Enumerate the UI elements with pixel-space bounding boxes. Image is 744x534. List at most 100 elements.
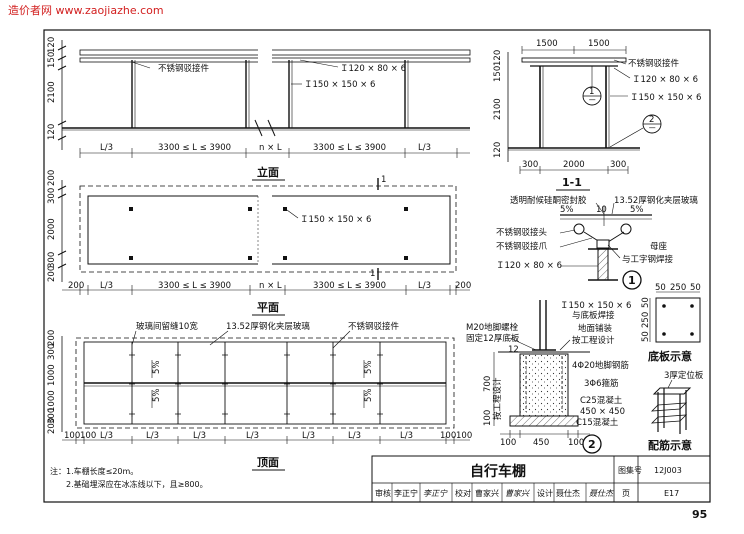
plan-dim-300-top: 300: [47, 188, 57, 204]
page-number: 95: [692, 508, 707, 521]
plan-bottom-dim-5: 3300 ≤ L ≤ 3900: [313, 281, 386, 291]
watermark-text: 造价者网 www.zaojiazhe.com: [8, 3, 164, 17]
rebar-cage-diagram: 3厚定位板 配筋示意: [648, 370, 704, 452]
elev-connector-label: 不锈钢驳接件: [158, 63, 210, 74]
elev-beam-label: Ｉ120 × 80 × 6: [340, 64, 406, 74]
top-dim-300-b: 300: [47, 408, 57, 424]
section-1-1: 1500 1500 120 150 2100 120 1 － 2 － 不锈钢驳接: [493, 39, 701, 191]
d1-glass-label: 13.52厚钢化夹层玻璃: [614, 195, 698, 206]
d2-stirrup-label: 3Φ6箍筋: [584, 378, 619, 389]
d2-paving-design-label: 按工程设计: [572, 335, 615, 346]
section-title: 1-1: [562, 176, 582, 189]
drawing-title: 自行车棚: [470, 463, 526, 480]
d1-dim-10: 10: [596, 205, 607, 215]
top-bottom-dim-2: 100: [80, 431, 96, 441]
elev-bottom-dim-1: L/3: [100, 143, 113, 153]
sec-bottom-dim-1: 300: [522, 160, 538, 170]
top-bottom-dim-7: L/3: [302, 431, 315, 441]
bp-side-dim-3: 50: [641, 331, 651, 342]
notes: 注： 1.车棚长度≤20m。 2.基础埋深应在冰冻线以下，且≥800。: [50, 466, 208, 489]
d1-seat-label: 母座: [650, 241, 668, 252]
sec-callout1-top: 1: [589, 87, 594, 97]
page-label: 页: [622, 489, 630, 498]
title-block: 自行车棚 图集号 12J003 审核 李正宁 李正宁 校对 曹家兴 曹家兴 设计…: [371, 455, 711, 503]
d2-concrete-label: C25混凝土: [580, 395, 623, 406]
rebar-cage-title: 配筋示意: [648, 438, 692, 452]
sec-left-dim-1: 120: [493, 50, 503, 66]
review-label: 审核: [375, 488, 391, 498]
elev-bottom-dim-4: 3300 ≤ L ≤ 3900: [313, 143, 386, 153]
plan-bottom-dim-2: L/3: [100, 281, 113, 291]
top-view-title: 顶面: [257, 456, 279, 469]
bp-top-dim-3: 50: [690, 283, 701, 293]
elev-bottom-dim-2: 3300 ≤ L ≤ 3900: [158, 143, 231, 153]
baseplate-diagram: 50 250 50 50 250 50 底板示意: [641, 283, 701, 363]
sec-callout2-bottom: －: [648, 124, 657, 134]
plan-bottom-dim-1: 200: [68, 281, 84, 291]
elevation-view: 120 150 2100 120 不锈钢驳接件 Ｉ120 × 80 × 6 Ｉ1…: [47, 37, 471, 181]
top-bottom-dim-8: L/3: [348, 431, 361, 441]
plan-title: 平面: [257, 301, 279, 314]
d2-base-label: C15混凝土: [576, 417, 619, 428]
page-code: E17: [664, 489, 679, 498]
d1-seat-weld-label: 与工字钢焊接: [622, 254, 674, 265]
top-glass-label: 13.52厚钢化夹层玻璃: [226, 321, 310, 332]
plan-dim-200-bottom: 200: [47, 266, 57, 282]
sheet-border: [43, 29, 711, 503]
sec-top-dim-2: 1500: [588, 39, 610, 49]
d1-slope-left: 5%: [560, 205, 574, 215]
plan-dim-2000: 2000: [47, 218, 57, 240]
top-slope-4: 5%: [364, 389, 374, 403]
plan-dim-200-top: 200: [47, 170, 57, 186]
bp-top-dim-2: 250: [670, 283, 686, 293]
sec-left-dim-4: 120: [493, 142, 503, 158]
sec-bottom-dim-2: 2000: [563, 160, 585, 170]
d2-size-label: 450 × 450: [580, 407, 625, 417]
sec-top-dim-1: 1500: [536, 39, 558, 49]
d2-bottom-dim-3: 100: [568, 438, 584, 448]
plan-bottom-dim-3: 3300 ≤ L ≤ 3900: [158, 281, 231, 291]
elev-dim-150: 150: [47, 52, 57, 68]
d1-head-label: 不锈钢驳接头: [496, 227, 548, 238]
top-bottom-dim-10: 100: [440, 431, 456, 441]
top-bottom-dim-11: 100: [456, 431, 472, 441]
top-dim-200-a: 200: [47, 330, 57, 346]
top-view: 200 300 1000 1000 300 200: [47, 321, 472, 471]
elevation-title: 立面: [257, 165, 279, 179]
sec-left-dim-3: 2100: [493, 98, 503, 120]
elev-bottom-dim-5: L/3: [418, 143, 431, 153]
d2-design-label: 按工程设计: [492, 377, 503, 420]
plan-bottom-dim-6: L/3: [418, 281, 431, 291]
top-bottom-dim-1: 100: [64, 431, 80, 441]
top-bottom-dim-5: L/3: [193, 431, 206, 441]
sec-column-label: Ｉ150 × 150 × 6: [630, 93, 701, 103]
d1-sealant-label: 透明耐候硅酮密封胶: [510, 195, 587, 206]
top-bottom-dim-6: L/3: [246, 431, 259, 441]
d2-dim-small: 12: [508, 345, 519, 355]
reviewer-signature: 李正宁: [423, 489, 448, 498]
d2-dim-100: 100: [483, 410, 493, 426]
plan-section-mark-bottom: 1: [370, 269, 375, 279]
cage-plate-label: 3厚定位板: [664, 370, 704, 381]
top-slope-3: 5%: [364, 361, 374, 375]
d2-rebar-label: 4Φ20地脚钢筋: [572, 360, 629, 371]
elev-dim-120-bottom: 120: [47, 124, 57, 140]
plan-section-mark-top: 1: [381, 175, 386, 185]
notes-heading: 注：: [50, 466, 66, 476]
top-slope-2: 5%: [152, 389, 162, 403]
note-2: 2.基础埋深应在冰冻线以下，且≥800。: [66, 479, 208, 489]
d2-bottom-dim-2: 450: [533, 438, 549, 448]
top-bottom-dim-9: L/3: [400, 431, 413, 441]
sec-callout1-bottom: －: [588, 96, 597, 106]
top-dim-300-a: 300: [47, 344, 57, 360]
d2-column-label: Ｉ150 × 150 × 6: [560, 301, 631, 311]
top-dim-200-b: 200: [47, 418, 57, 434]
atlas-number: 12J003: [654, 466, 682, 475]
plan-dim-300-bottom: 300: [47, 252, 57, 268]
top-bottom-dim-3: L/3: [100, 431, 113, 441]
bp-top-dim-1: 50: [655, 283, 666, 293]
checker-signature: 曹家兴: [505, 489, 531, 498]
note-1: 1.车棚长度≤20m。: [66, 466, 138, 476]
d2-bottom-dim-1: 100: [500, 438, 516, 448]
